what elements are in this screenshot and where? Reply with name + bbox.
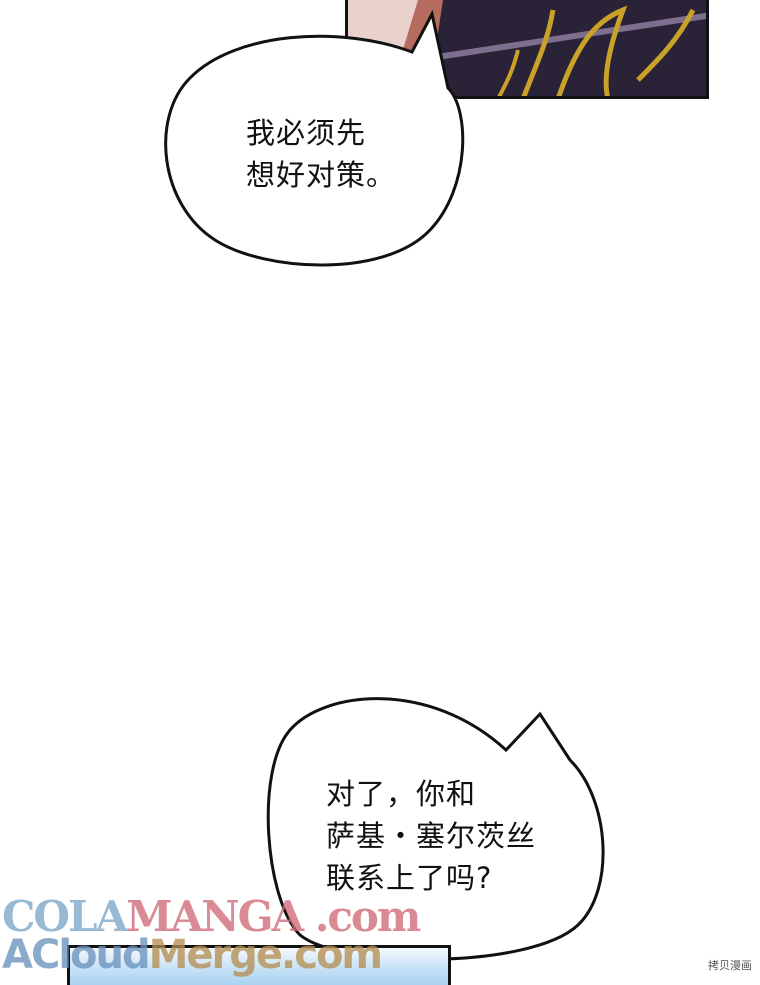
- watermark-acloud-part: ACloud: [2, 932, 151, 978]
- watermark-acloudmerge: ACloudMerge.com: [2, 932, 383, 978]
- panel-artwork: [348, 0, 706, 96]
- speech-bubble-2-text: 对了，你和 萨基・塞尔茨丝 联系上了吗?: [326, 777, 537, 895]
- watermark-cola-part: COLA: [2, 892, 128, 941]
- watermark-colamanga: COLAMANGA .com: [2, 892, 422, 941]
- watermark-com-part: .com: [302, 892, 422, 941]
- speech-bubble-1-text: 我必须先 想好对策。: [246, 116, 397, 192]
- top-comic-panel: [345, 0, 709, 99]
- watermark-merge-part: Merge.com: [148, 932, 383, 978]
- watermark-manga-part: MANGA: [126, 892, 304, 941]
- corner-source-tag: 拷贝漫画: [708, 959, 752, 972]
- bottom-comic-panel: [67, 945, 451, 985]
